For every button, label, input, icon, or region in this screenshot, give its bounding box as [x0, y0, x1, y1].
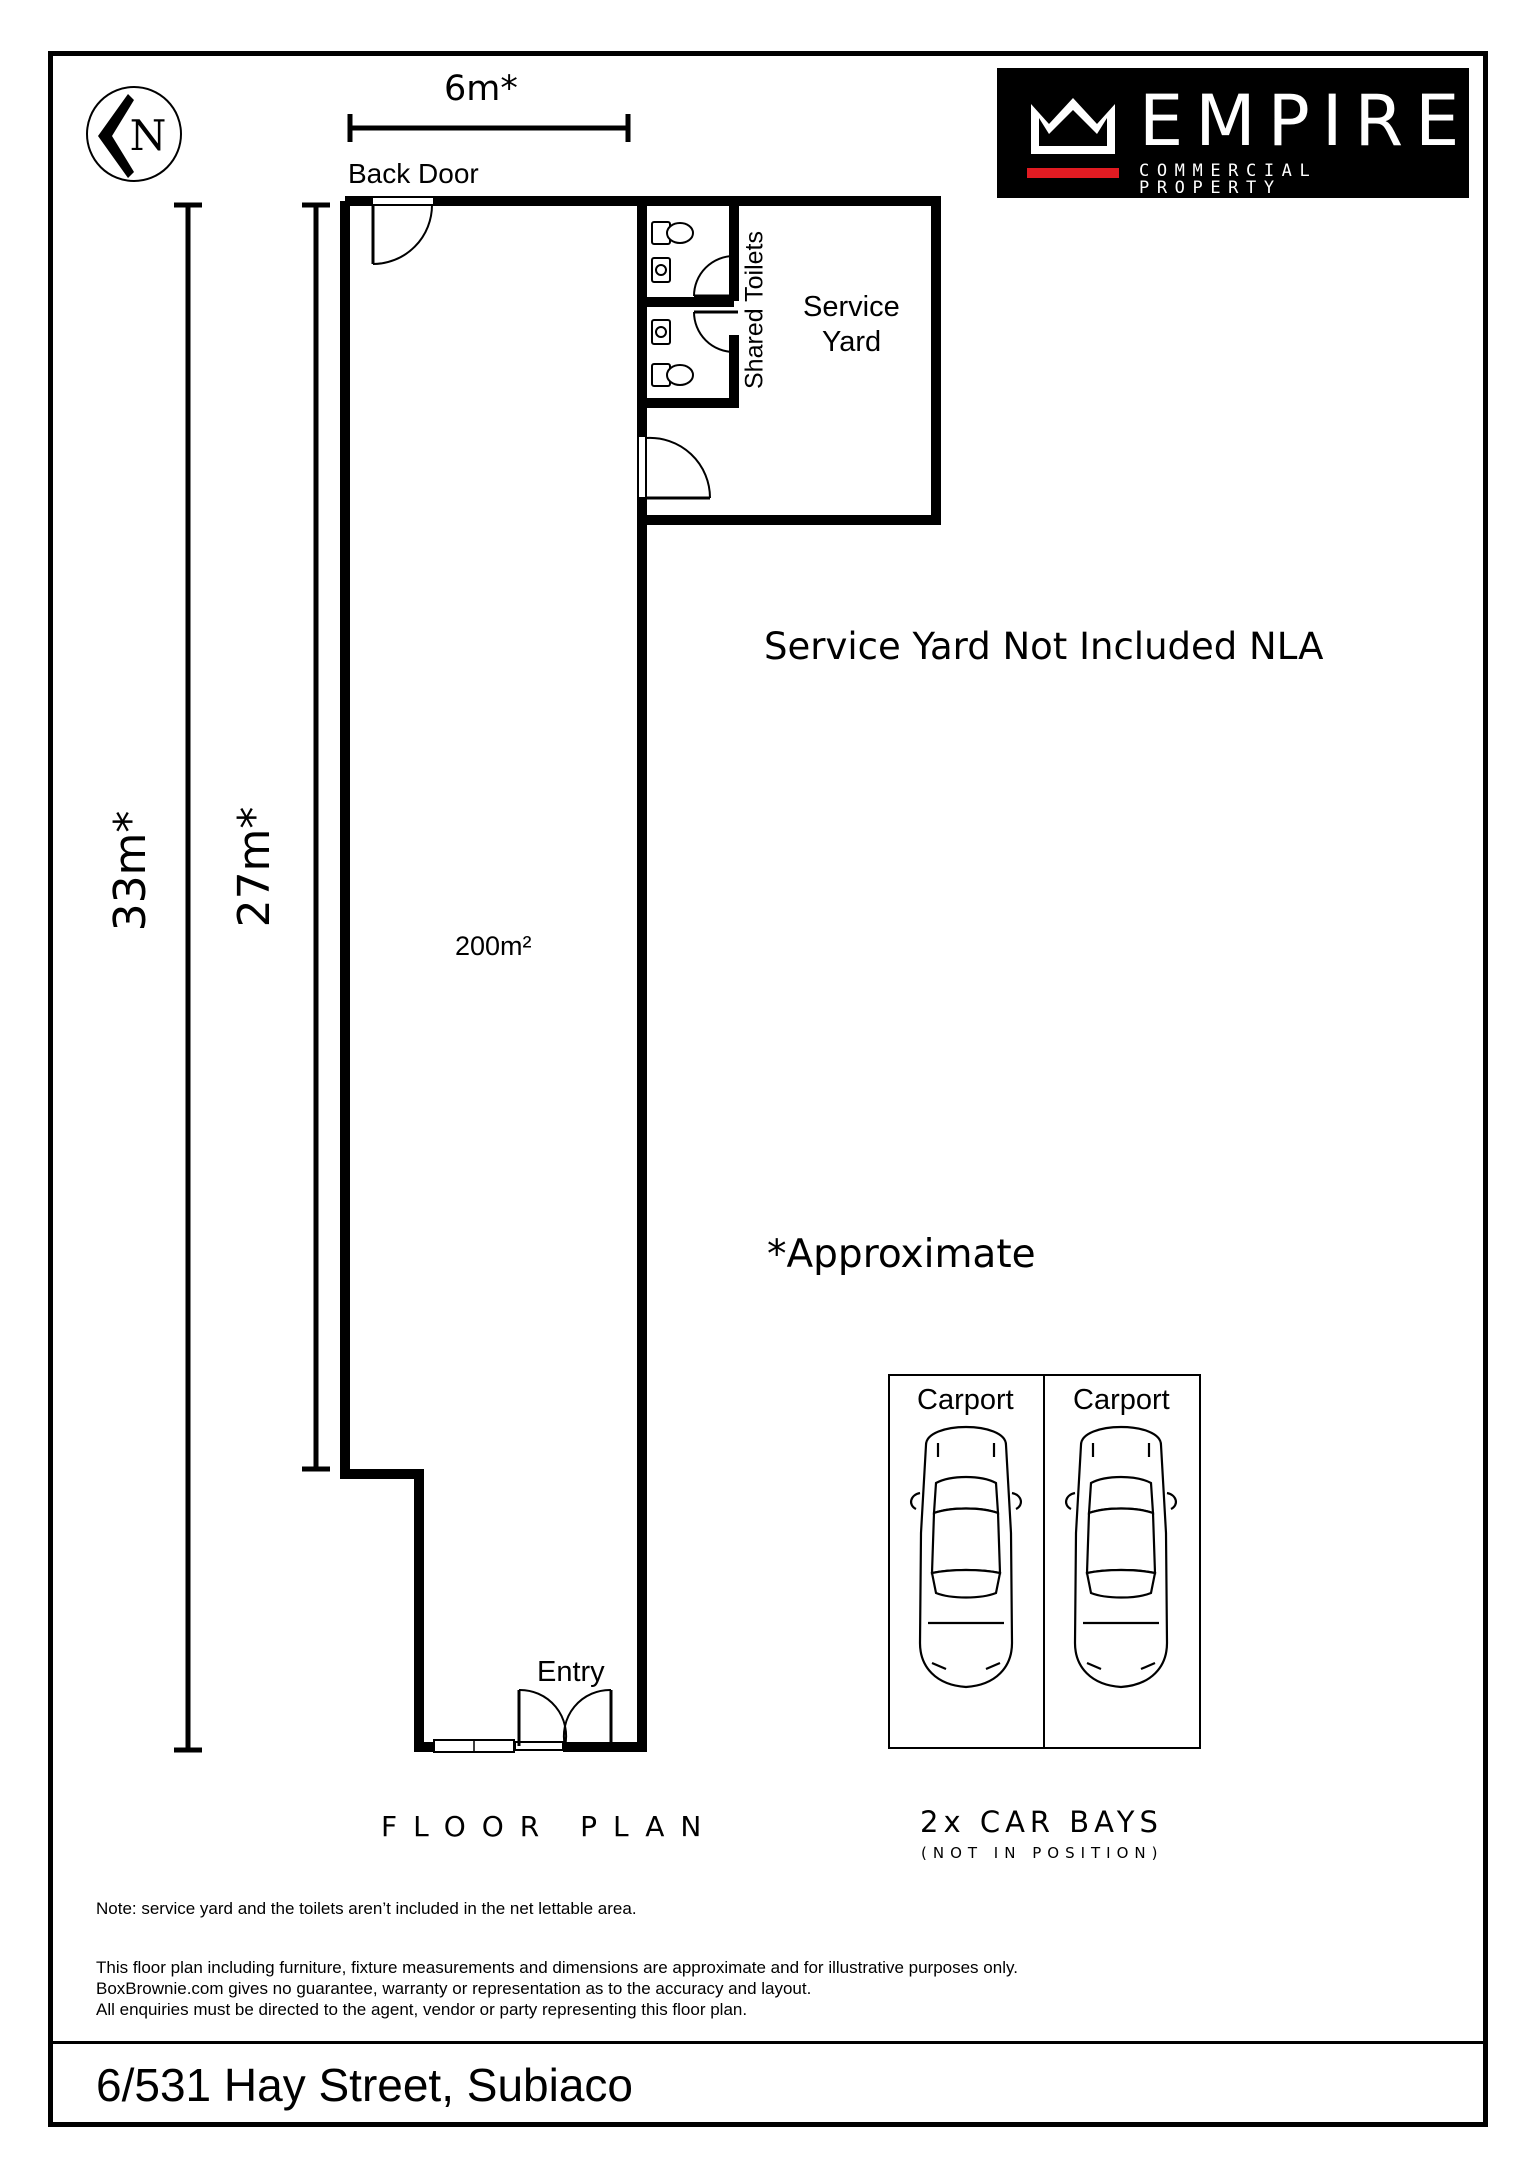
dimension-internal-length-label: 27m*: [229, 806, 280, 928]
carport-label: Carport: [917, 1384, 1014, 1416]
back-door: [371, 196, 435, 265]
logo-wordmark: EMPIRE: [1139, 80, 1472, 162]
dimension-width: [347, 114, 631, 142]
car-icon: [910, 1425, 1022, 1689]
service-yard-door: [637, 435, 712, 500]
car-icon: [1065, 1425, 1177, 1689]
floor-plan-caption: FLOOR PLAN: [381, 1810, 718, 1843]
empire-logo: EMPIRE COMMERCIAL PROPERTY: [997, 68, 1469, 198]
tenancy-walls: [340, 196, 941, 1752]
dimension-overall-length-label: 33m*: [105, 810, 156, 932]
back-door-label: Back Door: [348, 158, 479, 189]
service-yard-label-line1: Service: [803, 291, 900, 323]
crown-icon: [1027, 98, 1119, 178]
service-yard-label-line2: Yard: [822, 326, 882, 358]
entry-label: Entry: [537, 1656, 605, 1688]
toilet-fixtures: [651, 221, 694, 387]
nla-note: Service Yard Not Included NLA: [764, 625, 1324, 668]
disclaimer-line: All enquiries must be directed to the ag…: [96, 2000, 748, 2019]
logo-tagline: COMMERCIAL PROPERTY: [1139, 161, 1318, 198]
car-bays-subcaption: (NOT IN POSITION): [921, 1844, 1164, 1862]
compass-letter: N: [130, 111, 167, 160]
dimension-overall-length: [174, 202, 202, 1753]
page-frame: [48, 51, 1488, 2127]
car-bays-caption: 2x CAR BAYS: [920, 1805, 1163, 1839]
shared-toilets-label: Shared Toilets: [740, 231, 769, 389]
disclaimer-note: Note: service yard and the toilets aren’…: [96, 1899, 637, 1918]
approximate-note: *Approximate: [767, 1232, 1036, 1277]
carport-label: Carport: [1073, 1384, 1170, 1416]
entry-door: [433, 1688, 613, 1753]
disclaimer-line: This floor plan including furniture, fix…: [96, 1958, 1018, 1977]
north-arrow-icon: N: [86, 86, 182, 182]
dimension-width-label: 6m*: [444, 69, 518, 109]
carport-bays: [888, 1374, 1201, 1749]
dimension-internal-length: [302, 202, 330, 1472]
property-address: 6/531 Hay Street, Subiaco: [96, 2059, 633, 2111]
toilet-doors: [693, 255, 738, 353]
footer-divider: [53, 2041, 1483, 2044]
logo-accent-bar: [1027, 168, 1119, 178]
main-area-label: 200m²: [455, 931, 532, 961]
disclaimer-line: BoxBrownie.com gives no guarantee, warra…: [96, 1979, 812, 1998]
